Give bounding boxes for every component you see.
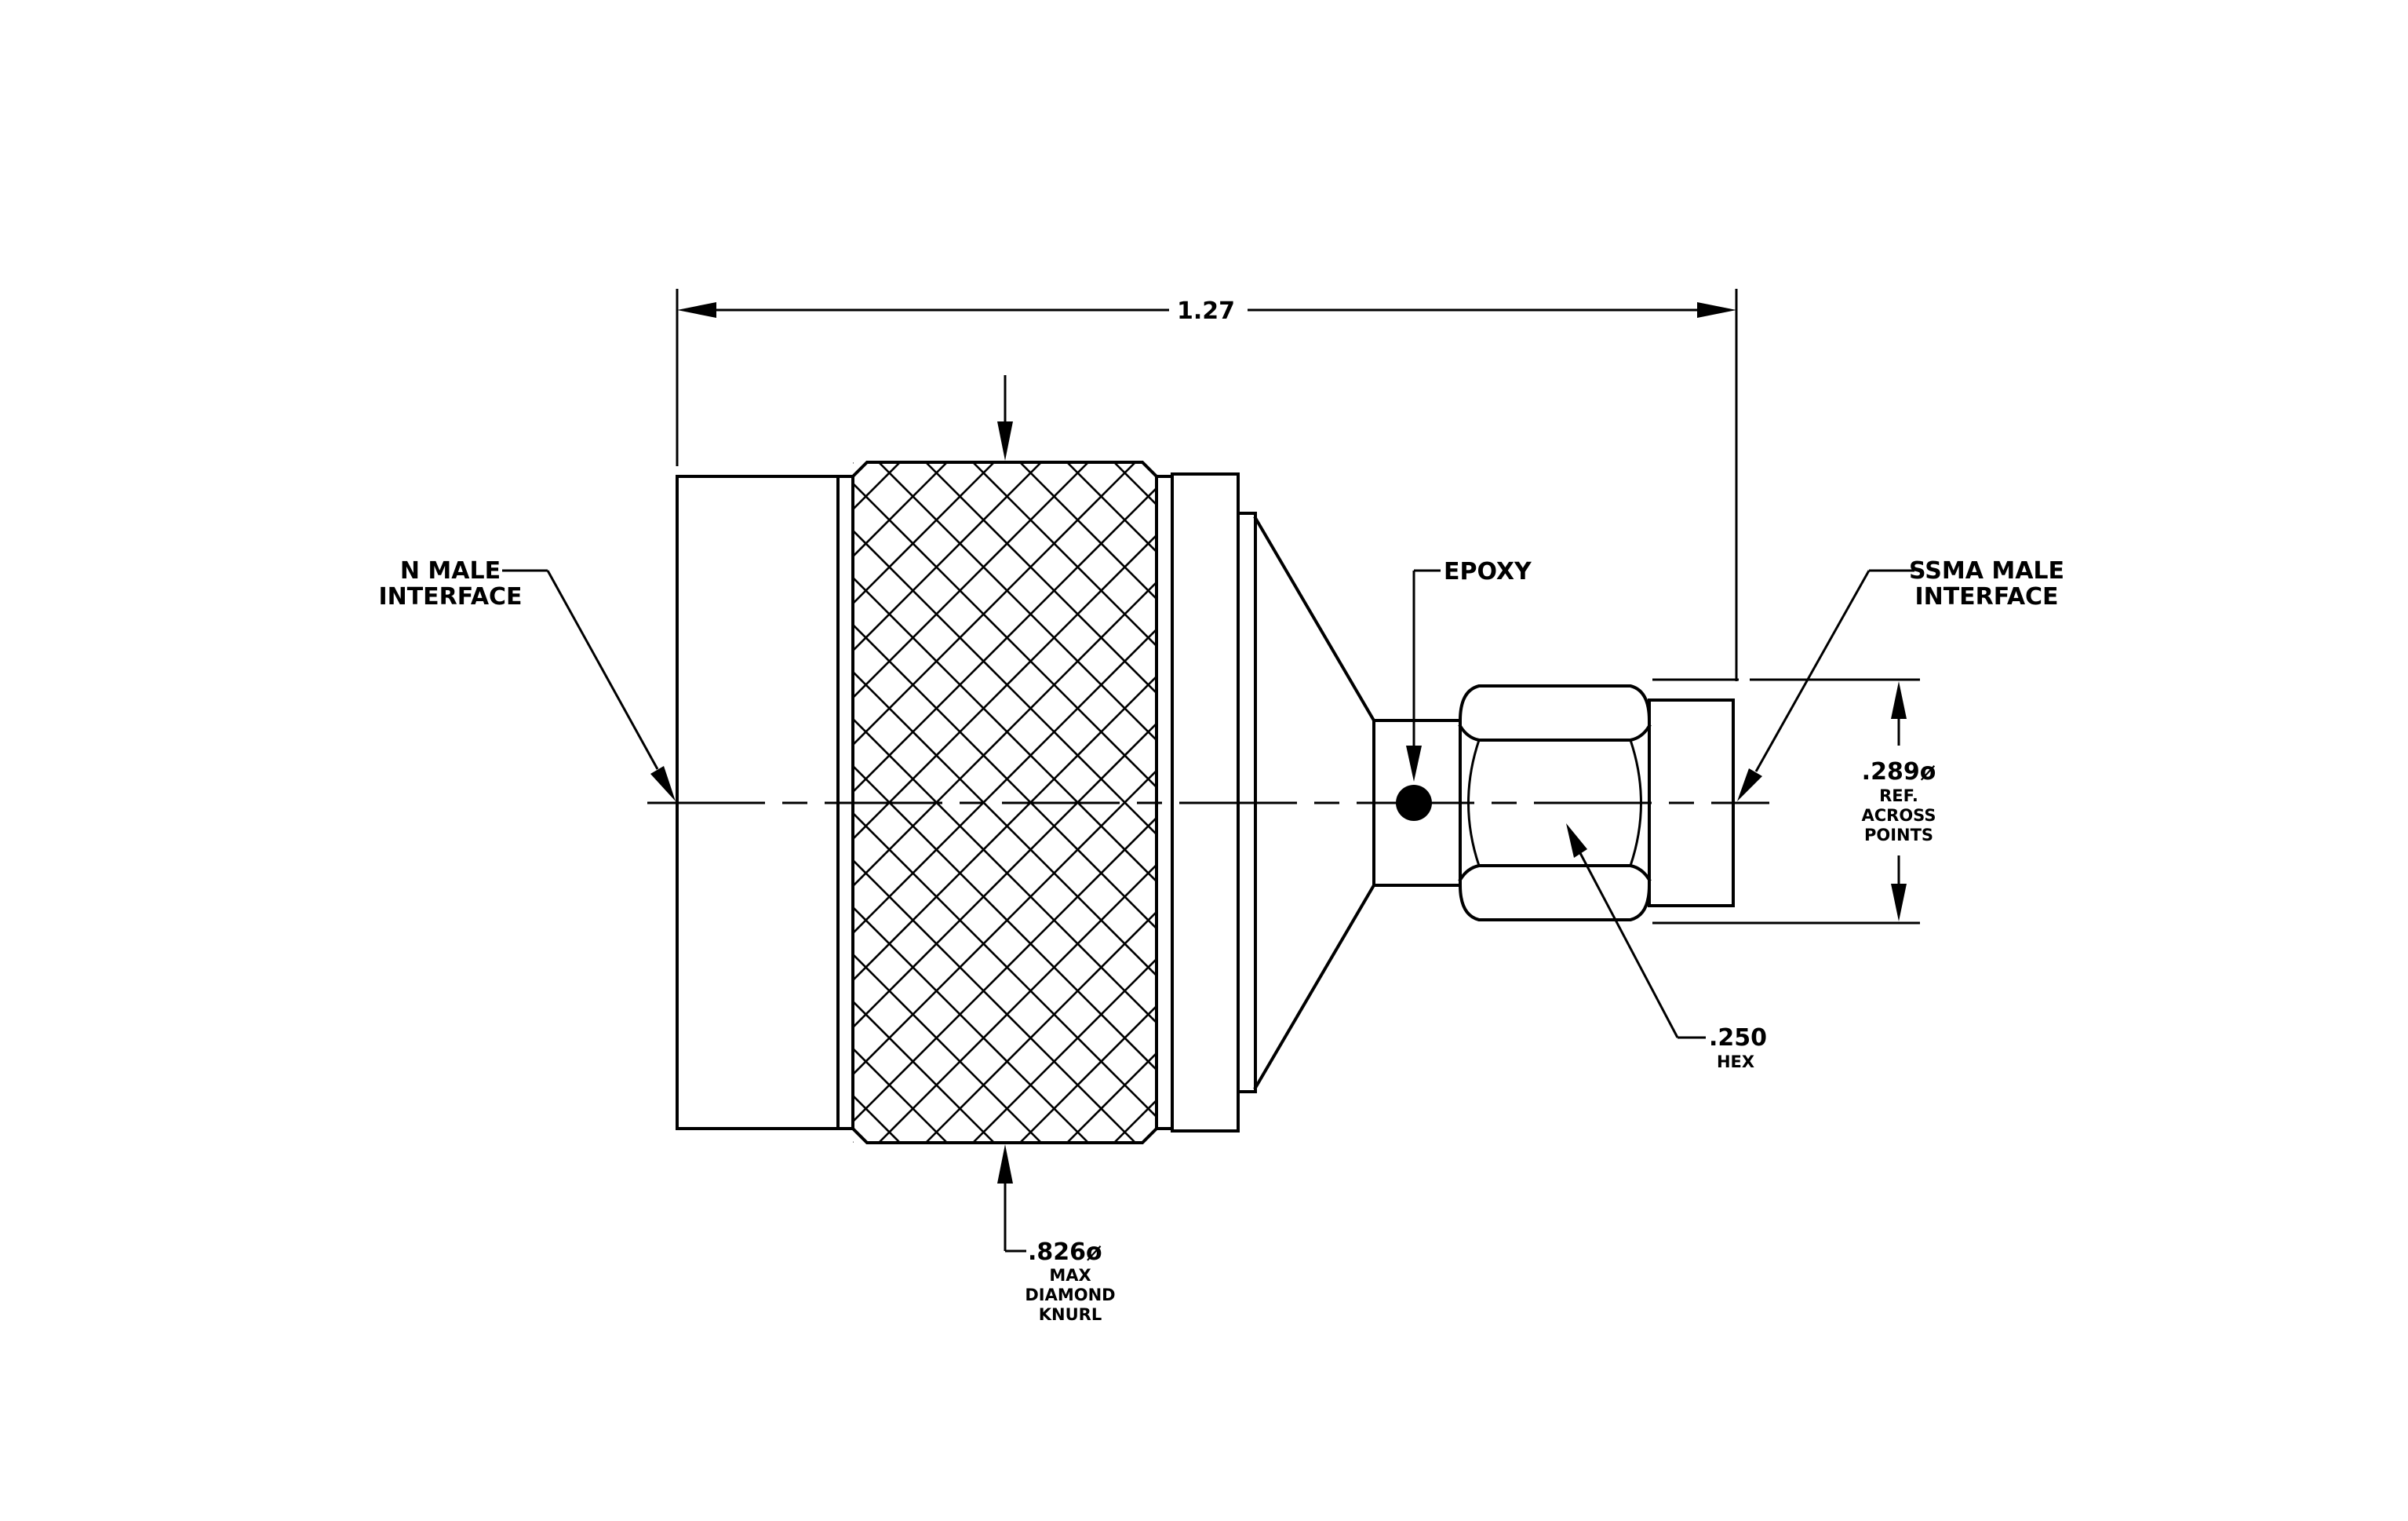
knurl-line xyxy=(853,906,1089,1143)
overall-length-dimension: 1.27 xyxy=(676,289,1738,681)
knurl-line xyxy=(972,462,1157,647)
knurl-line xyxy=(853,816,1157,1123)
knurl-line xyxy=(853,462,1136,746)
knurl-note-1: MAX xyxy=(1049,1266,1091,1285)
knurl-line xyxy=(853,859,1136,1143)
knurl-diameter-dimension: .826ø MAX DIAMOND KNURL xyxy=(997,375,1116,1324)
knurl-line xyxy=(853,462,1089,699)
knurl-note-3: KNURL xyxy=(1039,1305,1102,1324)
ssma-male-label-2: INTERFACE xyxy=(1914,583,2058,611)
knurl-note-2: DIAMOND xyxy=(1025,1286,1115,1304)
n-male-label-2: INTERFACE xyxy=(378,583,522,611)
knurl-diameter-label: .826ø xyxy=(1028,1238,1102,1266)
knurl-line xyxy=(853,953,1042,1143)
hex-note: HEX xyxy=(1717,1052,1754,1071)
knurl-line xyxy=(878,462,1157,742)
knurl-line xyxy=(925,910,1157,1143)
knurl-line xyxy=(1773,462,2408,1143)
across-points-label: .289ø xyxy=(1862,758,1936,786)
n-male-callout: N MALE INTERFACE xyxy=(378,557,676,801)
knurl-line xyxy=(878,863,1157,1143)
hex-dimension: .250 HEX xyxy=(1566,823,1767,1071)
knurl-line xyxy=(972,957,1157,1143)
knurl-line xyxy=(1773,462,2408,1143)
ssma-male-callout: SSMA MALE INTERFACE xyxy=(1737,557,2064,801)
hex-flat-lower xyxy=(1458,864,1652,882)
ssma-male-label-1: SSMA MALE xyxy=(1909,557,2064,585)
knurl-line xyxy=(853,1000,995,1143)
across-points-note-2: ACROSS xyxy=(1862,806,1936,825)
epoxy-callout: EPOXY xyxy=(1406,558,1532,782)
across-points-note-3: POINTS xyxy=(1864,826,1933,844)
across-points-note-1: REF. xyxy=(1879,786,1918,805)
knurl-line xyxy=(853,482,1157,789)
knurl-line xyxy=(1019,462,1157,600)
knurl-line xyxy=(853,769,1157,1076)
knurl-line xyxy=(853,487,1157,793)
knurl-line xyxy=(925,462,1157,695)
knurl-line xyxy=(853,462,995,605)
knurl-line xyxy=(853,812,1157,1118)
knurl-line xyxy=(1019,1005,1157,1143)
hex-label: .250 xyxy=(1709,1024,1767,1052)
knurl-line xyxy=(1726,462,2406,1143)
knurl-line xyxy=(1726,462,2406,1143)
epoxy-label: EPOXY xyxy=(1444,558,1532,585)
n-male-label-1: N MALE xyxy=(400,557,501,585)
overall-length-label: 1.27 xyxy=(1177,297,1235,325)
across-points-dimension: .289ø REF. ACROSS POINTS xyxy=(1652,678,1936,925)
knurl-line xyxy=(853,462,1042,652)
hex-flat-upper xyxy=(1458,724,1652,742)
